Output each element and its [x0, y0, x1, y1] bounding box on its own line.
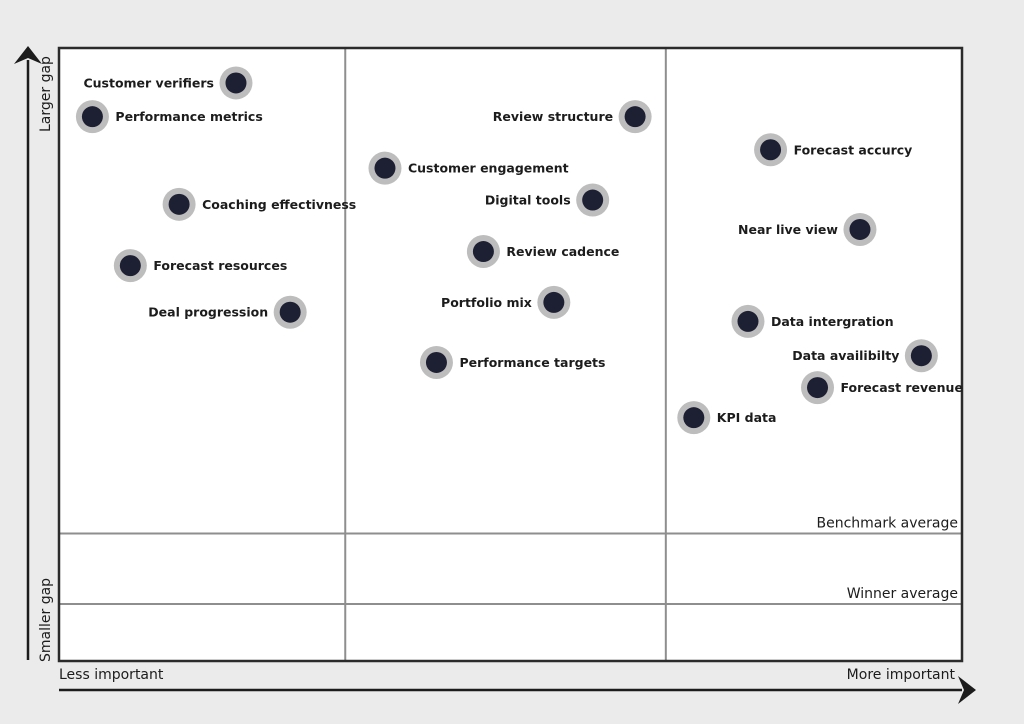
point-marker	[849, 218, 871, 240]
x-axis-label-left: Less important	[59, 667, 164, 683]
y-axis-label-bottom: Smaller gap	[38, 578, 54, 662]
point-label: Deal progression	[148, 305, 268, 320]
point-marker	[374, 157, 396, 179]
point-label: Customer verifiers	[83, 75, 214, 90]
point-marker	[472, 241, 494, 263]
point-forecast-resources: Forecast resources	[113, 249, 287, 283]
point-label: Review structure	[493, 109, 613, 124]
point-label: Data intergration	[771, 314, 894, 329]
point-marker	[683, 407, 705, 429]
point-marker	[543, 291, 565, 313]
point-label: Performance targets	[459, 355, 605, 370]
point-marker	[582, 189, 604, 211]
point-deal-progression: Deal progression	[148, 295, 307, 329]
point-label: Forecast resources	[153, 258, 287, 273]
point-label: Review cadence	[506, 244, 619, 259]
y-axis-arrowhead	[14, 46, 42, 64]
point-near-live-view: Near live view	[738, 212, 877, 246]
x-axis-arrowhead	[958, 676, 976, 704]
point-label: Customer engagement	[408, 161, 569, 176]
point-customer-engagement: Customer engagement	[368, 151, 569, 185]
point-performance-targets: Performance targets	[419, 345, 605, 379]
grid-layer	[344, 48, 667, 661]
point-label: Coaching effectivness	[202, 197, 356, 212]
point-marker	[807, 377, 829, 399]
point-label: Data availibilty	[792, 348, 899, 363]
point-review-structure: Review structure	[493, 100, 652, 134]
reference-label-winner-average: Winner average	[847, 586, 958, 602]
point-review-cadence: Review cadence	[466, 235, 619, 269]
point-label: Near live view	[738, 222, 838, 237]
point-label: Portfolio mix	[441, 295, 532, 310]
point-data-intergration: Data intergration	[731, 304, 894, 338]
point-forecast-revenue: Forecast revenue	[801, 371, 963, 405]
point-label: Digital tools	[485, 193, 571, 208]
point-marker	[737, 310, 759, 332]
point-coaching-effectivness: Coaching effectivness	[162, 187, 356, 221]
point-marker	[168, 193, 190, 215]
plot-area	[59, 48, 962, 661]
point-marker	[225, 72, 247, 94]
point-label: Performance metrics	[115, 109, 262, 124]
point-forecast-accurcy: Forecast accurcy	[754, 133, 913, 167]
point-marker	[279, 301, 301, 323]
point-marker	[624, 106, 646, 128]
plot-frame	[57, 46, 964, 663]
point-marker	[119, 255, 141, 277]
point-marker	[81, 106, 103, 128]
point-label: Forecast revenue	[841, 380, 963, 395]
x-axis-label-right: More important	[847, 667, 956, 683]
point-label: Forecast accurcy	[794, 142, 913, 157]
reference-label-benchmark-average: Benchmark average	[816, 515, 958, 531]
point-marker	[760, 139, 782, 161]
y-axis-label-top: Larger gap	[38, 56, 54, 132]
point-label: KPI data	[717, 410, 777, 425]
point-data-availibilty: Data availibilty	[792, 339, 938, 373]
point-portfolio-mix: Portfolio mix	[441, 285, 571, 319]
point-digital-tools: Digital tools	[485, 183, 610, 217]
point-marker	[425, 351, 447, 373]
point-kpi-data: KPI data	[677, 401, 777, 435]
point-performance-metrics: Performance metrics	[75, 100, 263, 134]
point-marker	[910, 345, 932, 367]
point-customer-verifiers: Customer verifiers	[83, 66, 253, 100]
